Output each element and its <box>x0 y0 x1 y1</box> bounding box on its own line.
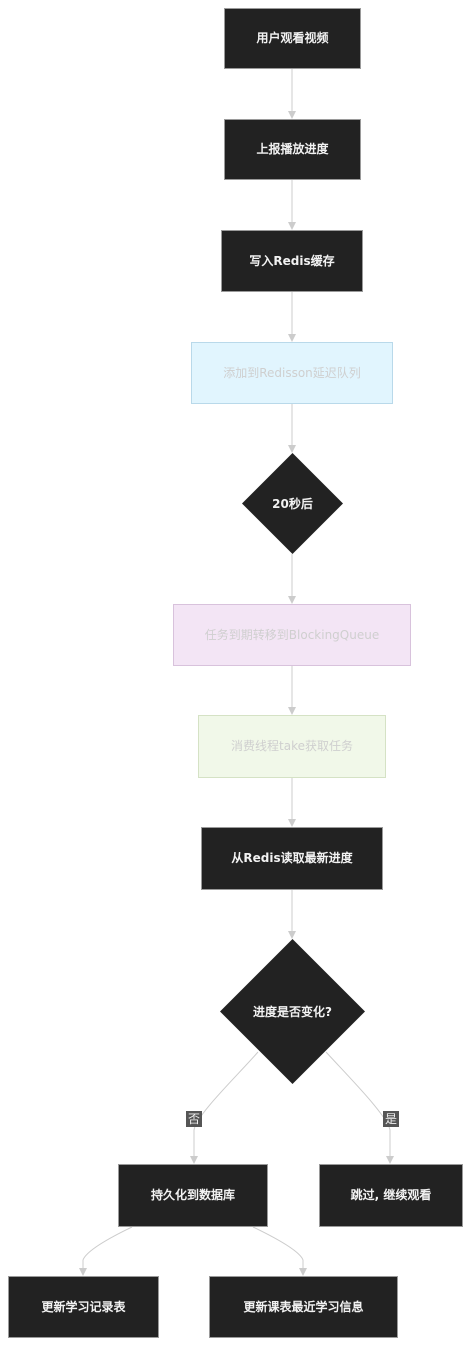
node-consumer-take-task: 消费线程take获取任务 <box>198 715 386 778</box>
decision-after-20s-label: 20秒后 <box>272 497 313 511</box>
edge-decision-no <box>190 1051 259 1164</box>
node-update-course-info: 更新课表最近学习信息 <box>209 1276 398 1338</box>
decision-progress-changed: 进度是否变化? <box>220 939 365 1084</box>
node-write-redis-cache: 写入Redis缓存 <box>221 230 363 292</box>
decision-progress-changed-label: 进度是否变化? <box>253 1005 332 1019</box>
node-report-progress: 上报播放进度 <box>224 119 361 180</box>
edge-persist-to-record <box>79 1226 133 1276</box>
node-update-learning-record: 更新学习记录表 <box>8 1276 159 1338</box>
decision-after-20s: 20秒后 <box>242 453 343 554</box>
node-skip-continue: 跳过, 继续观看 <box>319 1164 463 1227</box>
edge-persist-to-course <box>252 1226 307 1276</box>
edge-label-no: 否 <box>186 1111 203 1127</box>
node-watch-video: 用户观看视频 <box>224 8 361 69</box>
node-persist-db: 持久化到数据库 <box>118 1164 268 1227</box>
node-move-to-blocking-queue: 任务到期转移到BlockingQueue <box>173 604 411 666</box>
node-add-delay-queue: 添加到Redisson延迟队列 <box>191 342 393 404</box>
edge-label-yes: 是 <box>383 1111 400 1127</box>
edge-decision-yes <box>325 1051 394 1164</box>
node-read-latest-progress: 从Redis读取最新进度 <box>201 827 383 890</box>
